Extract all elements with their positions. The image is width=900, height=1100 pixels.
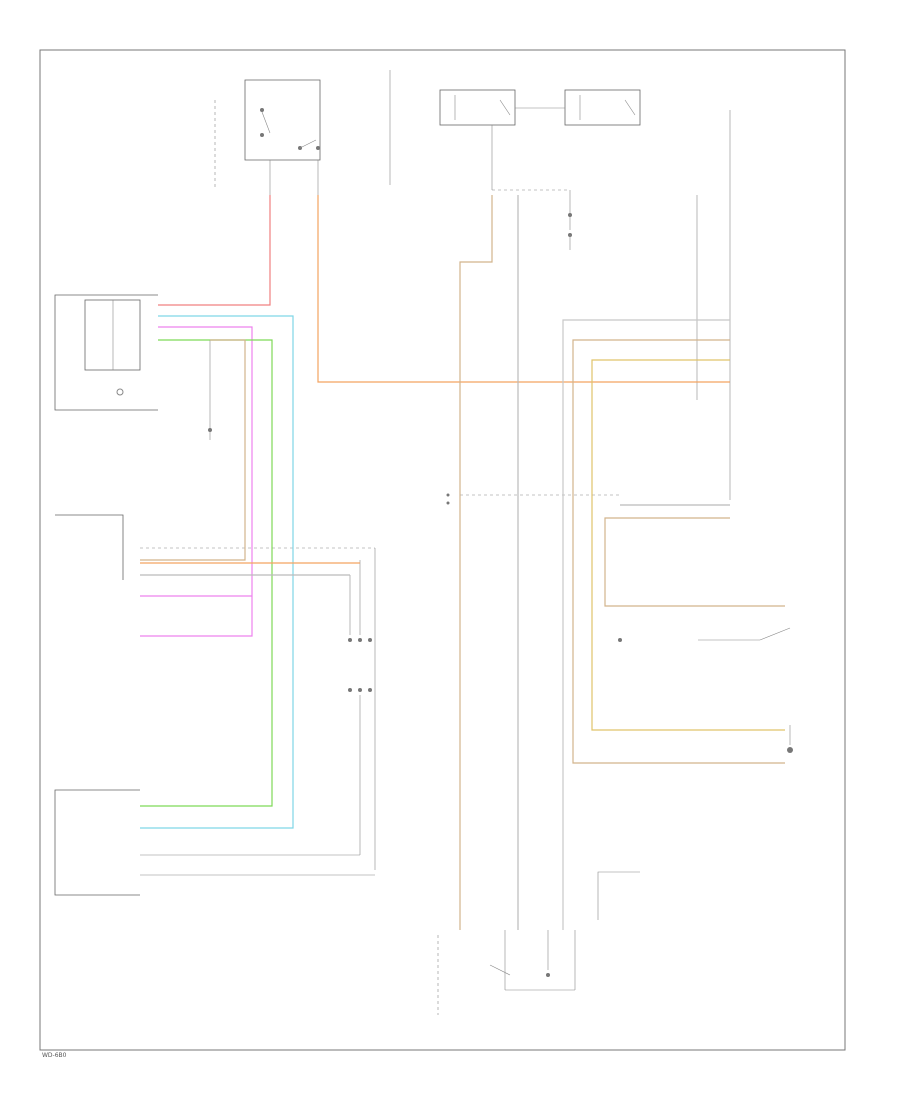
top-left-relay [214,79,321,195]
left-module [54,294,212,440]
wire-tan-left [140,339,246,561]
bottom-switch [437,871,640,1015]
wire-right-4 [604,517,785,607]
mid-connector-dots [348,560,372,855]
top-right-lines [696,110,731,500]
left-middle-connector [55,514,376,870]
right-components [618,627,793,753]
footer-code: WD-6B0 [42,1052,67,1059]
diagram-frame [39,49,846,1051]
wire-cyan [140,315,294,829]
center-connector [446,493,620,505]
wire-right-3 [591,359,785,731]
wire-tan-center [459,195,493,930]
wire-magenta-1 [140,326,253,637]
wire-right-2 [572,339,785,764]
wire-orange [317,195,730,383]
wire-right-1 [562,319,730,930]
top-center-relays [389,70,641,250]
bottom-left-module [54,789,375,896]
wire-red [158,195,271,306]
